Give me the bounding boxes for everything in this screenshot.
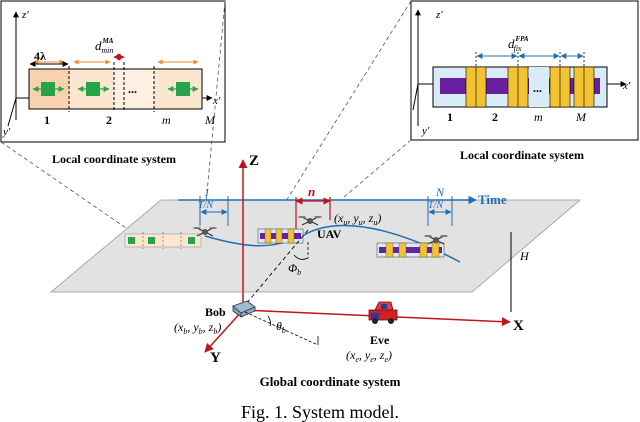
bob-coord: (xb, yb, zb) [174,320,221,336]
tn-right: T/N [428,200,444,211]
theta-ray [244,311,319,346]
figure-caption: Fig. 1. System model. [241,402,399,422]
slot-n: n [308,184,315,199]
ma-antenna-m [176,82,190,96]
ma-dots: ... [128,82,137,96]
ma-cell-dots [114,69,154,109]
ma-index-1: 1 [44,113,50,127]
fpa-dots: ... [533,81,542,95]
bob-device-icon [232,300,256,318]
ma-index-M: M [204,113,216,127]
slot-1: 1 [204,185,210,199]
right-panel-caption: Local coordinate system [460,148,584,162]
spacing-label: 4λ [34,49,46,63]
ma-antenna-2 [86,82,100,96]
left-y-label: y' [2,126,11,138]
plane-fpa-array [257,228,304,244]
fpa-index-m: m [534,110,543,124]
uav-icon [298,216,322,226]
eve-car-icon [368,301,398,324]
right-z-label: z' [435,9,443,21]
uav-trajectory [204,224,461,263]
tn-left: T/N [198,200,214,211]
right-y-label: y' [421,125,430,137]
fpa-index-1: 1 [447,110,453,124]
plane-ma-array [124,232,202,249]
global-x-label: X [513,318,524,334]
eve-coord: (xe, ye, ze) [346,348,392,364]
ma-index-m: m [162,113,171,127]
global-y-axis [204,309,244,353]
global-caption: Global coordinate system [260,374,401,389]
right-y-axis [412,83,419,111]
plane-fpa-array-right [376,242,445,258]
bob-label: Bob [205,305,226,319]
left-z-label: z' [21,9,29,21]
eve-label: Eve [370,333,390,347]
theta-label: θb [276,319,286,335]
height-label: H [519,249,530,263]
right-x-label: x' [622,80,631,92]
global-z-label: Z [249,153,259,169]
ma-index-2: 2 [106,113,112,127]
uav-icon [424,235,448,245]
slot-N: N [435,185,445,199]
time-label: Time [478,192,507,207]
right-connector [262,0,412,239]
uav-label: UAV [317,227,342,241]
left-x-label: x' [212,95,221,107]
left-connector [0,141,127,229]
global-y-label: Y [210,350,221,366]
ma-antenna-1 [41,82,55,96]
left-panel-caption: Local coordinate system [52,152,176,166]
left-y-axis [7,97,17,127]
uav-icon [193,227,217,237]
uav-bob-link [240,229,309,311]
fpa-index-M: M [575,110,587,124]
fpa-index-2: 2 [492,110,498,124]
